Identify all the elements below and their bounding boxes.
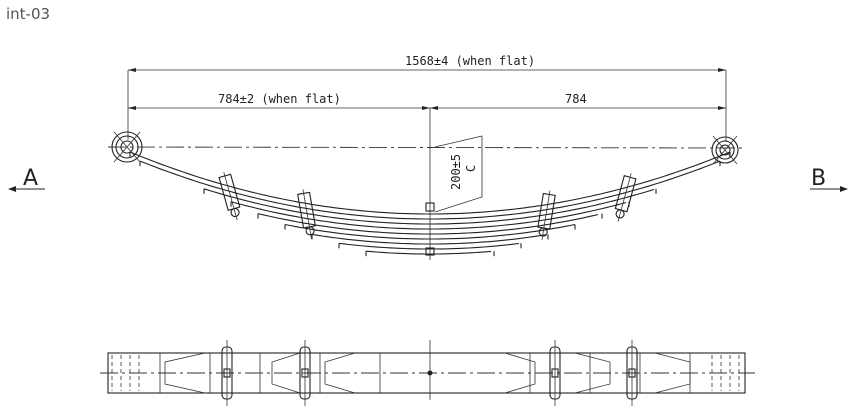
- leaf-taper-outline: [271, 352, 301, 394]
- leaf-taper-outline: [504, 352, 536, 394]
- spring-clamps: [218, 171, 637, 240]
- eye-centerline: [107, 146, 746, 149]
- leaf-taper-outline: [574, 352, 611, 394]
- spring-leaf: [338, 242, 520, 250]
- clamp-axis: [223, 171, 238, 221]
- right-eye: [711, 135, 739, 165]
- overall-length-dimension: 1568±4 (when flat): [127, 54, 727, 142]
- plan-clamp-bolt: [223, 368, 231, 378]
- leaf-taper-outline: [654, 352, 691, 394]
- spring-leaf: [365, 250, 492, 255]
- spring-leaf: [139, 160, 721, 220]
- plan-clamp-bolt: [301, 368, 309, 378]
- right-half-length-label: 784: [565, 92, 587, 106]
- left-eye: [111, 131, 143, 163]
- spring-clamp: [297, 189, 316, 239]
- spring-leaf: [129, 151, 731, 215]
- spring-leaf: [284, 223, 576, 240]
- spring-leaf: [230, 201, 627, 230]
- clamp-axis: [541, 190, 551, 240]
- figure-caption: int-03: [6, 5, 51, 23]
- spring-clamp: [614, 173, 637, 222]
- spring-leaf: [311, 233, 548, 245]
- camber-dimension: 200±5 C: [434, 135, 483, 213]
- spring-clamp: [218, 171, 241, 221]
- spring-clamp: [537, 190, 556, 240]
- view-b-label: B: [811, 166, 826, 191]
- left-half-length-label: 784±2 (when flat): [218, 92, 341, 106]
- view-a-label: A: [23, 166, 38, 191]
- overall-length-label: 1568±4 (when flat): [405, 54, 535, 68]
- clamp-axis: [302, 189, 312, 239]
- plan-view: [100, 340, 755, 406]
- plan-clamp-bolt: [628, 368, 636, 378]
- plan-clamp-bolt: [551, 368, 559, 378]
- center-bolt: [425, 202, 435, 256]
- leaf-taper-outline: [164, 352, 206, 394]
- clamp-axis: [617, 173, 632, 222]
- view-arrow-b: B: [810, 166, 848, 192]
- camber-ref-label: C: [464, 165, 478, 172]
- leaf-taper-outline: [324, 352, 356, 394]
- spring-leaf: [203, 188, 655, 225]
- half-length-dimensions: 784±2 (when flat) 784: [128, 92, 726, 260]
- camber-label: 200±5: [449, 154, 463, 190]
- view-arrow-a: A: [8, 166, 45, 192]
